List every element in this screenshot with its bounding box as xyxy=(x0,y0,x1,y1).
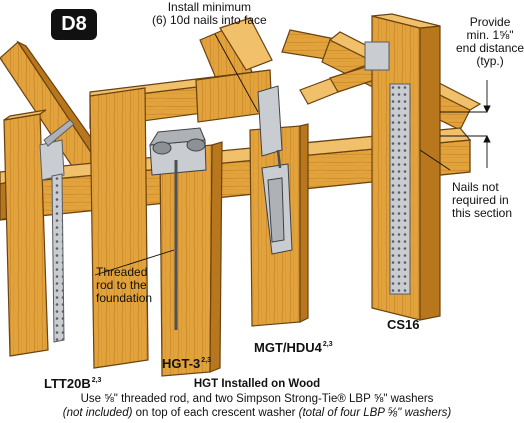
product-name: CS16 xyxy=(387,317,420,332)
end-distance-line-2: min. 1⅝" xyxy=(466,28,514,42)
hgt3-connector xyxy=(149,127,207,330)
end-distance-line-1: Provide xyxy=(469,15,511,29)
product-note: 2,3 xyxy=(322,341,333,348)
nails-not-required-line-1: Nails not xyxy=(452,180,499,194)
figure-badge: D8 xyxy=(51,9,97,40)
caption-line-2-c: (total of four LBP ⅝" washers) xyxy=(298,407,452,419)
caption-title: HGT Installed on Wood xyxy=(193,378,321,390)
product-note: 2,3 xyxy=(201,357,212,364)
nails-not-required-line-2: required in xyxy=(452,193,509,207)
threaded-rod-line-1: Threaded xyxy=(96,265,148,279)
end-distance-callout: Provide min. 1⅝" end distance (typ.) xyxy=(456,16,524,68)
nails-not-required-callout: Nails not required in this section xyxy=(452,181,512,220)
caption-line-2-a: (not included) xyxy=(62,407,133,419)
threaded-rod-callout: Threaded rod to the foundation xyxy=(96,266,152,305)
product-name: HGT-3 xyxy=(162,356,201,371)
leader-lines xyxy=(94,33,491,276)
threaded-rod-line-3: foundation xyxy=(96,291,153,305)
product-label-mgt-hdu4: MGT/HDU42,3 xyxy=(254,340,333,355)
caption-line-2-b: on top of each crescent washer xyxy=(132,407,299,419)
nails-face-callout: Install minimum (6) 10d nails into face xyxy=(152,1,267,27)
product-label-ltt20b: LTT20B2,3 xyxy=(44,376,101,391)
nails-face-line-2: (6) 10d nails into face xyxy=(152,13,267,27)
product-name: LTT20B xyxy=(44,376,91,391)
cs16-strap xyxy=(364,41,411,295)
product-label-cs16: CS16 xyxy=(387,317,420,332)
end-distance-line-4: (typ.) xyxy=(476,54,504,68)
nails-face-line-1: Install minimum xyxy=(167,0,252,14)
ltt20b-connector xyxy=(39,119,75,343)
threaded-rod-line-2: rod to the xyxy=(96,278,147,292)
product-note: 2,3 xyxy=(91,377,102,384)
product-name: MGT/HDU4 xyxy=(254,340,322,355)
end-distance-line-3: end distance xyxy=(456,41,524,55)
caption-line-1: Use ⅝" threaded rod, and two Simpson Str… xyxy=(80,393,434,405)
caption-line-2: (not included) on top of each crescent w… xyxy=(0,407,514,419)
nails-not-required-line-3: this section xyxy=(452,206,513,220)
product-label-hgt3: HGT-32,3 xyxy=(162,356,211,371)
mgt-hdu4-connector xyxy=(257,85,293,255)
